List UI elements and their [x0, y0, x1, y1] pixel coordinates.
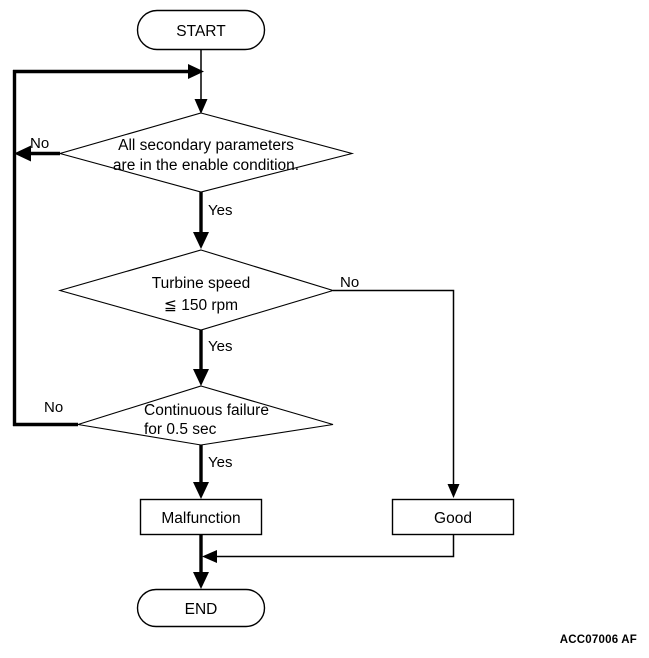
connector-decision2-no-to-good — [333, 289, 460, 498]
node-start-label: START — [176, 23, 226, 40]
node-decision-secondary-parameters: All secondary parameters are in the enab… — [57, 112, 355, 193]
connector-decision1-no — [14, 145, 60, 162]
branch-label-decision1-no: No — [30, 135, 49, 152]
node-good-label: Good — [434, 510, 472, 527]
node-start: START — [136, 9, 266, 51]
branch-label-decision3-yes: Yes — [208, 454, 232, 471]
branch-label-decision2-yes: Yes — [208, 338, 232, 355]
node-decision2-line1: Turbine speed — [152, 275, 251, 292]
node-decision3-line1: Continuous failure — [144, 402, 269, 419]
connector-malfunction-to-end — [193, 535, 209, 589]
branch-label-decision2-no: No — [340, 274, 359, 291]
figure-code-label: ACC07006 AF — [560, 634, 637, 646]
node-decision1-line1: All secondary parameters — [118, 137, 294, 154]
connector-decision3-to-malfunction — [193, 445, 209, 499]
connector-start-to-decision1 — [194, 50, 208, 114]
branch-label-decision1-yes: Yes — [208, 202, 232, 219]
node-malfunction: Malfunction — [139, 498, 263, 536]
node-decision1-line2: are in the enable condition. — [113, 157, 299, 174]
node-malfunction-label: Malfunction — [161, 510, 240, 527]
node-decision2-line2: ≦ 150 rpm — [164, 297, 238, 314]
connector-feedback-loop-rail — [12, 64, 204, 426]
branch-label-decision3-no: No — [44, 399, 63, 416]
connector-decision2-to-decision3 — [193, 330, 209, 386]
node-decision-continuous-failure: Continuous failure for 0.5 sec — [77, 385, 334, 446]
node-end: END — [136, 588, 266, 628]
connector-good-to-merge — [202, 535, 455, 563]
node-end-label: END — [185, 601, 218, 618]
node-decision3-line2: for 0.5 sec — [144, 421, 217, 438]
node-decision-turbine-speed: Turbine speed ≦ 150 rpm — [57, 249, 335, 331]
connector-decision1-to-decision2 — [193, 192, 209, 249]
node-good: Good — [391, 498, 515, 536]
